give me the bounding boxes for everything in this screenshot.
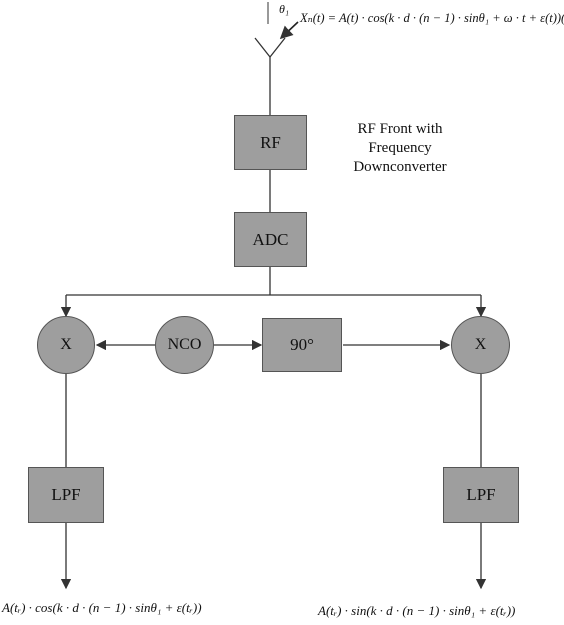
rf-block: RF	[234, 115, 307, 170]
incidence-angle-label: θ₁	[279, 2, 290, 16]
quadrature-output-equation: A(tᵣ) · sin(k · d · (n − 1) · sinθ₁ + ε(…	[318, 603, 516, 618]
left-lpf-block: LPF	[28, 467, 104, 523]
nco-block: NCO	[155, 316, 214, 374]
input-signal-equation: Xₙ(t) = A(t) · cos(k · d · (n − 1) · sin…	[300, 11, 564, 25]
incoming-signal-arrow	[279, 21, 299, 40]
right-mixer: X	[451, 316, 510, 374]
caption-line-2: Frequency	[368, 140, 432, 156]
left-mixer: X	[37, 316, 95, 374]
in-phase-output-equation: A(tᵣ) · cos(k · d · (n − 1) · sinθ₁ + ε(…	[2, 600, 202, 615]
antenna-icon	[254, 37, 286, 115]
right-lpf-block: LPF	[443, 467, 519, 523]
adc-block: ADC	[234, 212, 307, 267]
rf-front-caption: RF Front with Frequency Downconverter	[325, 120, 475, 177]
caption-line-3: Downconverter	[353, 159, 447, 175]
phase-shift-block: 90°	[262, 318, 342, 372]
caption-line-1: RF Front with	[357, 121, 443, 137]
